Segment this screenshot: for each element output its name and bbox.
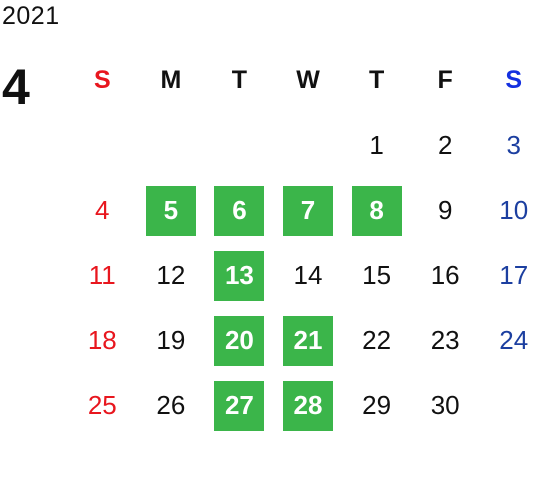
weekday-header-wednesday: W (296, 66, 320, 94)
day-cell[interactable]: 19 (137, 308, 206, 373)
weekday-header-monday: M (160, 66, 182, 94)
day-cell[interactable]: 17 (479, 243, 548, 308)
day-cell[interactable]: 9 (411, 178, 480, 243)
highlighted-day-number: 6 (214, 185, 265, 236)
highlighted-day-number: 20 (214, 315, 265, 366)
day-cell[interactable]: 23 (411, 308, 480, 373)
weekday-header-friday: F (437, 66, 453, 94)
day-cell[interactable]: 27 (205, 373, 274, 438)
day-number: 22 (362, 325, 392, 355)
day-cell[interactable]: 4 (68, 178, 137, 243)
day-cell[interactable]: 14 (274, 243, 343, 308)
day-cell[interactable]: 1 (342, 113, 411, 178)
empty-day-cell (68, 113, 137, 178)
day-cell[interactable]: 5 (137, 178, 206, 243)
highlighted-day-number: 21 (283, 315, 334, 366)
day-cell[interactable]: 21 (274, 308, 343, 373)
day-cell[interactable]: 25 (68, 373, 137, 438)
day-cell[interactable]: 11 (68, 243, 137, 308)
day-cell[interactable]: 3 (479, 113, 548, 178)
day-cell[interactable]: 29 (342, 373, 411, 438)
week-row: 1 2 3 (68, 113, 548, 178)
weekday-header-thursday: T (368, 66, 385, 94)
day-cell[interactable]: 18 (68, 308, 137, 373)
highlighted-day-number: 5 (145, 185, 196, 236)
day-number: 9 (437, 195, 453, 225)
day-number: 24 (499, 325, 529, 355)
day-number: 23 (430, 325, 460, 355)
day-number: 25 (87, 390, 117, 420)
day-cell[interactable]: 10 (479, 178, 548, 243)
day-cell[interactable]: 16 (411, 243, 480, 308)
day-number: 19 (156, 325, 186, 355)
day-number: 11 (88, 260, 116, 290)
day-number: 26 (156, 390, 186, 420)
empty-day-cell (479, 373, 548, 438)
highlighted-day-number: 13 (214, 250, 265, 301)
day-number: 15 (362, 260, 392, 290)
day-number: 3 (506, 130, 521, 160)
day-cell[interactable]: 8 (342, 178, 411, 243)
highlighted-day-number: 7 (283, 185, 334, 236)
day-number: 12 (156, 260, 186, 290)
day-number: 30 (430, 390, 460, 420)
day-number: 1 (369, 130, 384, 160)
day-cell[interactable]: 15 (342, 243, 411, 308)
day-cell[interactable]: 22 (342, 308, 411, 373)
day-number: 14 (293, 260, 323, 290)
week-row: 18 19 20 21 22 23 24 (68, 308, 548, 373)
week-row: 25 26 27 28 29 30 (68, 373, 548, 438)
day-cell[interactable]: 7 (274, 178, 343, 243)
calendar-month: 4 (2, 59, 30, 115)
day-cell[interactable]: 6 (205, 178, 274, 243)
week-row: 11 12 13 14 15 16 17 (68, 243, 548, 308)
day-cell[interactable]: 20 (205, 308, 274, 373)
weekday-header-saturday: S (505, 66, 523, 94)
calendar-year: 2021 (2, 2, 60, 30)
day-cell[interactable]: 24 (479, 308, 548, 373)
day-number: 2 (437, 130, 453, 160)
weekday-header-row: S M T W T F S (68, 48, 548, 113)
day-cell[interactable]: 2 (411, 113, 480, 178)
day-cell[interactable]: 30 (411, 373, 480, 438)
day-number: 29 (362, 390, 392, 420)
empty-day-cell (205, 113, 274, 178)
day-number: 10 (499, 195, 529, 225)
day-number: 18 (87, 325, 117, 355)
weekday-header-sunday: S (93, 66, 111, 94)
day-cell[interactable]: 12 (137, 243, 206, 308)
highlighted-day-number: 8 (351, 185, 402, 236)
day-cell[interactable]: 13 (205, 243, 274, 308)
day-number: 4 (95, 195, 110, 225)
day-number: 17 (499, 260, 529, 290)
highlighted-day-number: 27 (214, 380, 265, 431)
empty-day-cell (137, 113, 206, 178)
day-number: 16 (430, 260, 460, 290)
day-cell[interactable]: 26 (137, 373, 206, 438)
empty-day-cell (274, 113, 343, 178)
weekday-header-tuesday: T (231, 66, 248, 94)
day-cell[interactable]: 28 (274, 373, 343, 438)
highlighted-day-number: 28 (283, 380, 334, 431)
